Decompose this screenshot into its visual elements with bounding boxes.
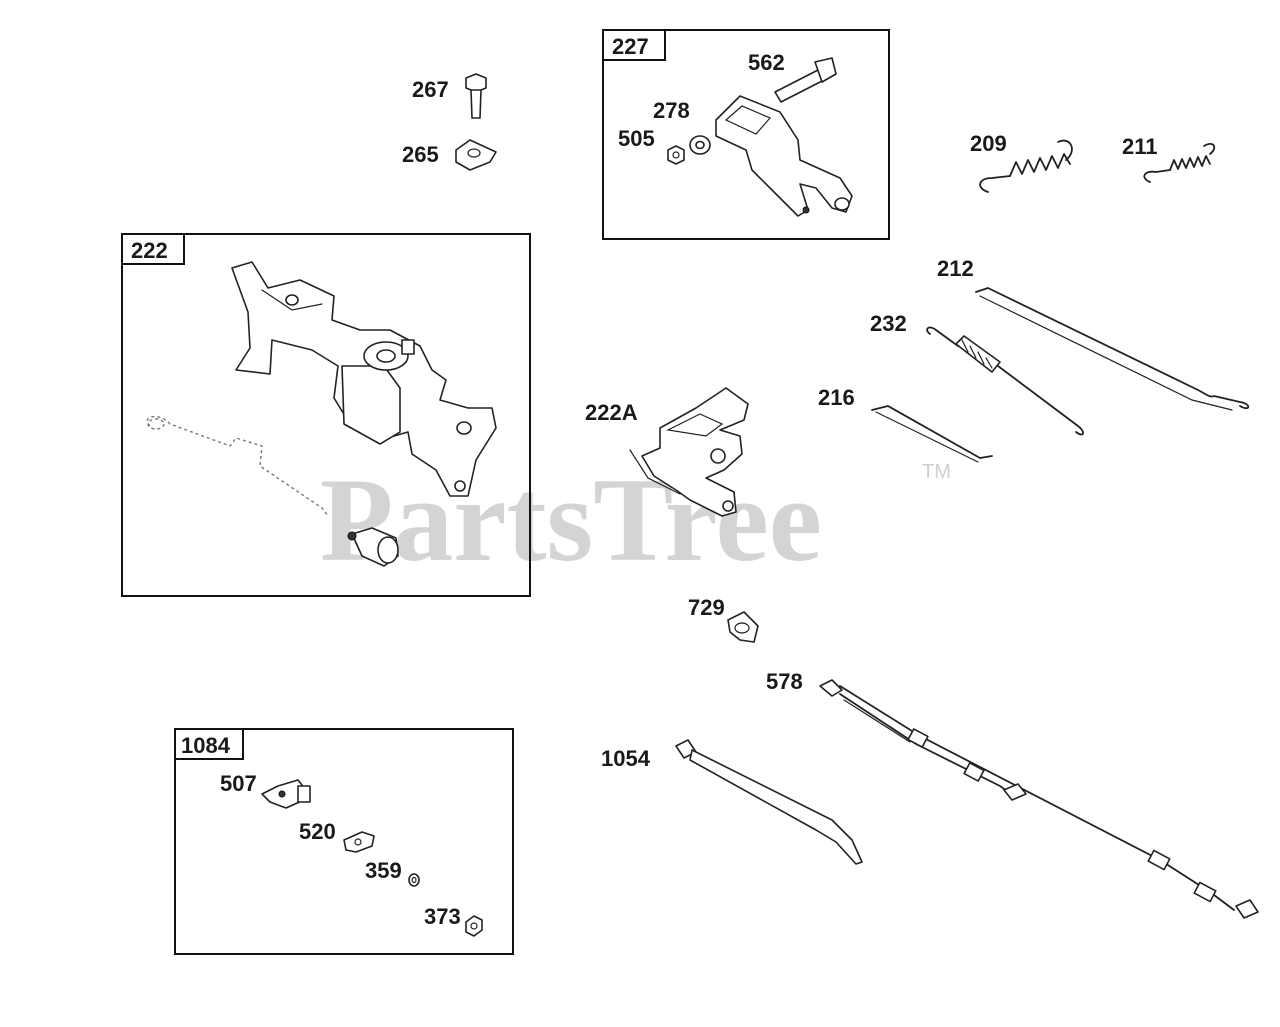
part-label-520[interactable]: 520 — [299, 819, 336, 844]
part-label-359[interactable]: 359 — [365, 858, 402, 883]
group-box-1084[interactable]: 1084 — [174, 728, 514, 955]
part-label-222A[interactable]: 222A — [585, 400, 638, 425]
part-505-nut-icon[interactable] — [667, 145, 685, 165]
part-label-505[interactable]: 505 — [618, 126, 655, 151]
part-278-washer-icon[interactable] — [689, 135, 711, 155]
part-211-spring-icon[interactable] — [1143, 142, 1216, 183]
part-label-278[interactable]: 278 — [653, 98, 690, 123]
part-label-1054[interactable]: 1054 — [601, 746, 651, 771]
part-359-washer-icon[interactable] — [408, 873, 420, 887]
part-label-212[interactable]: 212 — [937, 256, 974, 281]
group-label-227: 227 — [612, 34, 649, 59]
part-729-clip-icon[interactable] — [727, 611, 759, 643]
part-label-373[interactable]: 373 — [424, 904, 461, 929]
part-1054-cable-tie-icon[interactable] — [675, 739, 863, 865]
part-label-232[interactable]: 232 — [870, 311, 907, 336]
watermark-text: PartsTree — [320, 453, 822, 586]
group-box-222[interactable]: 222 — [121, 233, 531, 597]
part-216-rod-icon[interactable] — [871, 405, 993, 463]
part-label-729[interactable]: 729 — [688, 595, 725, 620]
part-232-spring-rod-icon[interactable] — [926, 326, 1084, 436]
part-label-209[interactable]: 209 — [970, 131, 1007, 156]
part-label-211[interactable]: 211 — [1122, 134, 1158, 159]
part-label-216[interactable]: 216 — [818, 385, 855, 410]
part-373-nut-icon[interactable] — [465, 915, 483, 937]
part-265-clip-icon[interactable] — [455, 139, 497, 171]
part-562-bolt-icon[interactable] — [774, 57, 837, 103]
part-label-507[interactable]: 507 — [220, 771, 257, 796]
part-label-267[interactable]: 267 — [412, 77, 449, 102]
part-578-wire-harness-icon[interactable] — [819, 679, 1259, 919]
group-box-227[interactable]: 227 — [602, 29, 890, 240]
group-label-1084: 1084 — [181, 733, 231, 758]
part-520-bracket-icon[interactable] — [343, 831, 375, 853]
part-267-bolt-icon[interactable] — [465, 73, 487, 119]
group-label-222: 222 — [131, 238, 168, 263]
part-label-578[interactable]: 578 — [766, 669, 803, 694]
part-label-562[interactable]: 562 — [748, 50, 785, 75]
watermark-trademark: TM — [922, 461, 951, 483]
part-label-265[interactable]: 265 — [402, 142, 439, 167]
part-507-switch-icon[interactable] — [261, 779, 311, 809]
part-209-spring-icon[interactable] — [979, 139, 1073, 193]
part-212-rod-icon[interactable] — [975, 287, 1250, 411]
part-222-governor-assembly-icon[interactable] — [146, 261, 497, 567]
part-222A-bracket-icon[interactable] — [629, 387, 749, 517]
part-227-bracket-icon[interactable] — [715, 95, 853, 217]
